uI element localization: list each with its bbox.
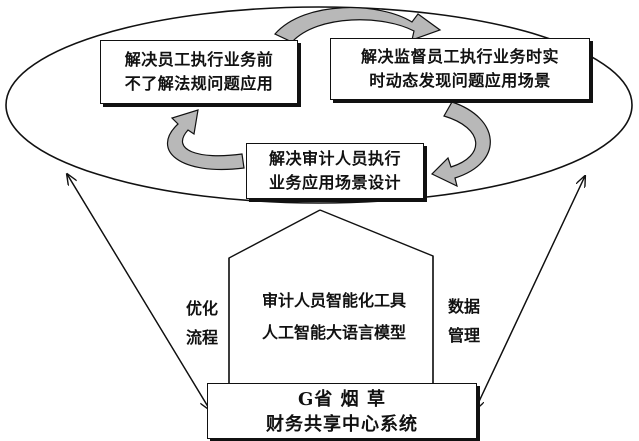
center-text-line-1: 审计人员智能化工具 — [261, 291, 406, 310]
connector-arrow-right-down — [475, 175, 586, 410]
box-pre-execution-scenario: 解决员工执行业务前 不了解法规问题应用 — [100, 40, 298, 104]
connector-arrow-left-down — [66, 173, 210, 410]
box-pre-execution-line-2: 不了解法规问题应用 — [124, 74, 274, 93]
cycle-arrow-top — [274, 6, 442, 43]
box-realtime-line-1: 解决监督员工执行业务时实 — [360, 47, 559, 66]
label-optimize-line-1: 优化 — [185, 299, 218, 318]
cycle-arrow-left — [166, 109, 245, 170]
label-data-line-2: 管理 — [447, 326, 480, 345]
box-realtime-supervision-scenario: 解决监督员工执行业务时实 时动态发现问题应用场景 — [330, 38, 590, 100]
box-system-line-2: 财务共享中心系统 — [266, 414, 418, 435]
box-financial-sharing-system: G省 烟 草 财务共享中心系统 — [207, 383, 477, 439]
label-data-management: 数据 管理 — [440, 292, 488, 350]
cycle-arrow-right — [430, 101, 491, 188]
box-audit-line-1: 解决审计人员执行 — [268, 149, 401, 168]
box-system-line-1: G省 烟 草 — [298, 389, 386, 410]
center-tools-text: 审计人员智能化工具 人工智能大语言模型 — [236, 285, 432, 349]
label-data-line-1: 数据 — [447, 297, 480, 316]
label-optimize-line-2: 流程 — [185, 328, 218, 347]
label-optimize-process: 优化 流程 — [178, 294, 226, 352]
box-realtime-line-2: 时动态发现问题应用场景 — [369, 71, 551, 90]
box-pre-execution-line-1: 解决员工执行业务前 — [124, 50, 274, 69]
box-audit-line-2: 业务应用场景设计 — [268, 173, 401, 192]
box-audit-scenario: 解决审计人员执行 业务应用场景设计 — [246, 143, 424, 199]
scope-ellipse — [5, 6, 633, 204]
center-text-line-2: 人工智能大语言模型 — [261, 323, 406, 342]
